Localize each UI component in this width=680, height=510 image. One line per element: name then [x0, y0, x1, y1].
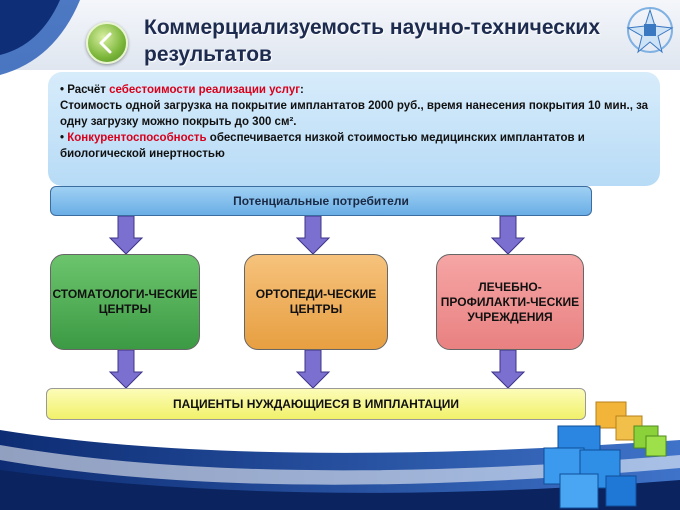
patients-bar: ПАЦИЕНТЫ НУЖДАЮЩИЕСЯ В ИМПЛАНТАЦИИ	[46, 388, 586, 420]
orthopedic-centers-box: ОРТОПЕДИ-ЧЕСКИЕ ЦЕНТРЫ	[244, 254, 388, 350]
arrow-down-icon	[490, 216, 526, 255]
puzzle-cubes-decoration	[543, 401, 667, 509]
cost-line: • Расчёт себестоимости реализации услуг:	[60, 84, 304, 96]
cost-highlight: себестоимости реализации услуг	[109, 84, 301, 96]
cost-details: Стоимость одной загрузка на покрытие имп…	[60, 100, 649, 128]
competitiveness-highlight: Конкурентоспособность	[67, 132, 207, 144]
arrow-down-icon	[295, 216, 331, 255]
potential-consumers-bar: Потенциальные потребители	[50, 186, 592, 216]
arrow-down-icon	[295, 350, 331, 389]
dental-centers-box: СТОМАТОЛОГИ-ЧЕСКИЕ ЦЕНТРЫ	[50, 254, 200, 350]
info-panel: • Расчёт себестоимости реализации услуг:…	[48, 72, 660, 186]
arrow-down-icon	[108, 350, 144, 389]
arrow-down-icon	[108, 216, 144, 255]
info-text: • Расчёт себестоимости реализации услуг:…	[60, 82, 650, 162]
back-button[interactable]	[86, 22, 128, 64]
medical-institutions-box: ЛЕЧЕБНО-ПРОФИЛАКТИ-ЧЕСКИЕ УЧРЕЖДЕНИЯ	[436, 254, 584, 350]
slide-title: Коммерциализуемость научно-технических р…	[144, 16, 601, 66]
chevron-left-icon	[99, 32, 112, 54]
competitiveness-line: • Конкурентоспособность обеспечивается н…	[60, 132, 585, 160]
arrow-down-icon	[490, 350, 526, 389]
conference-logo	[626, 7, 674, 54]
